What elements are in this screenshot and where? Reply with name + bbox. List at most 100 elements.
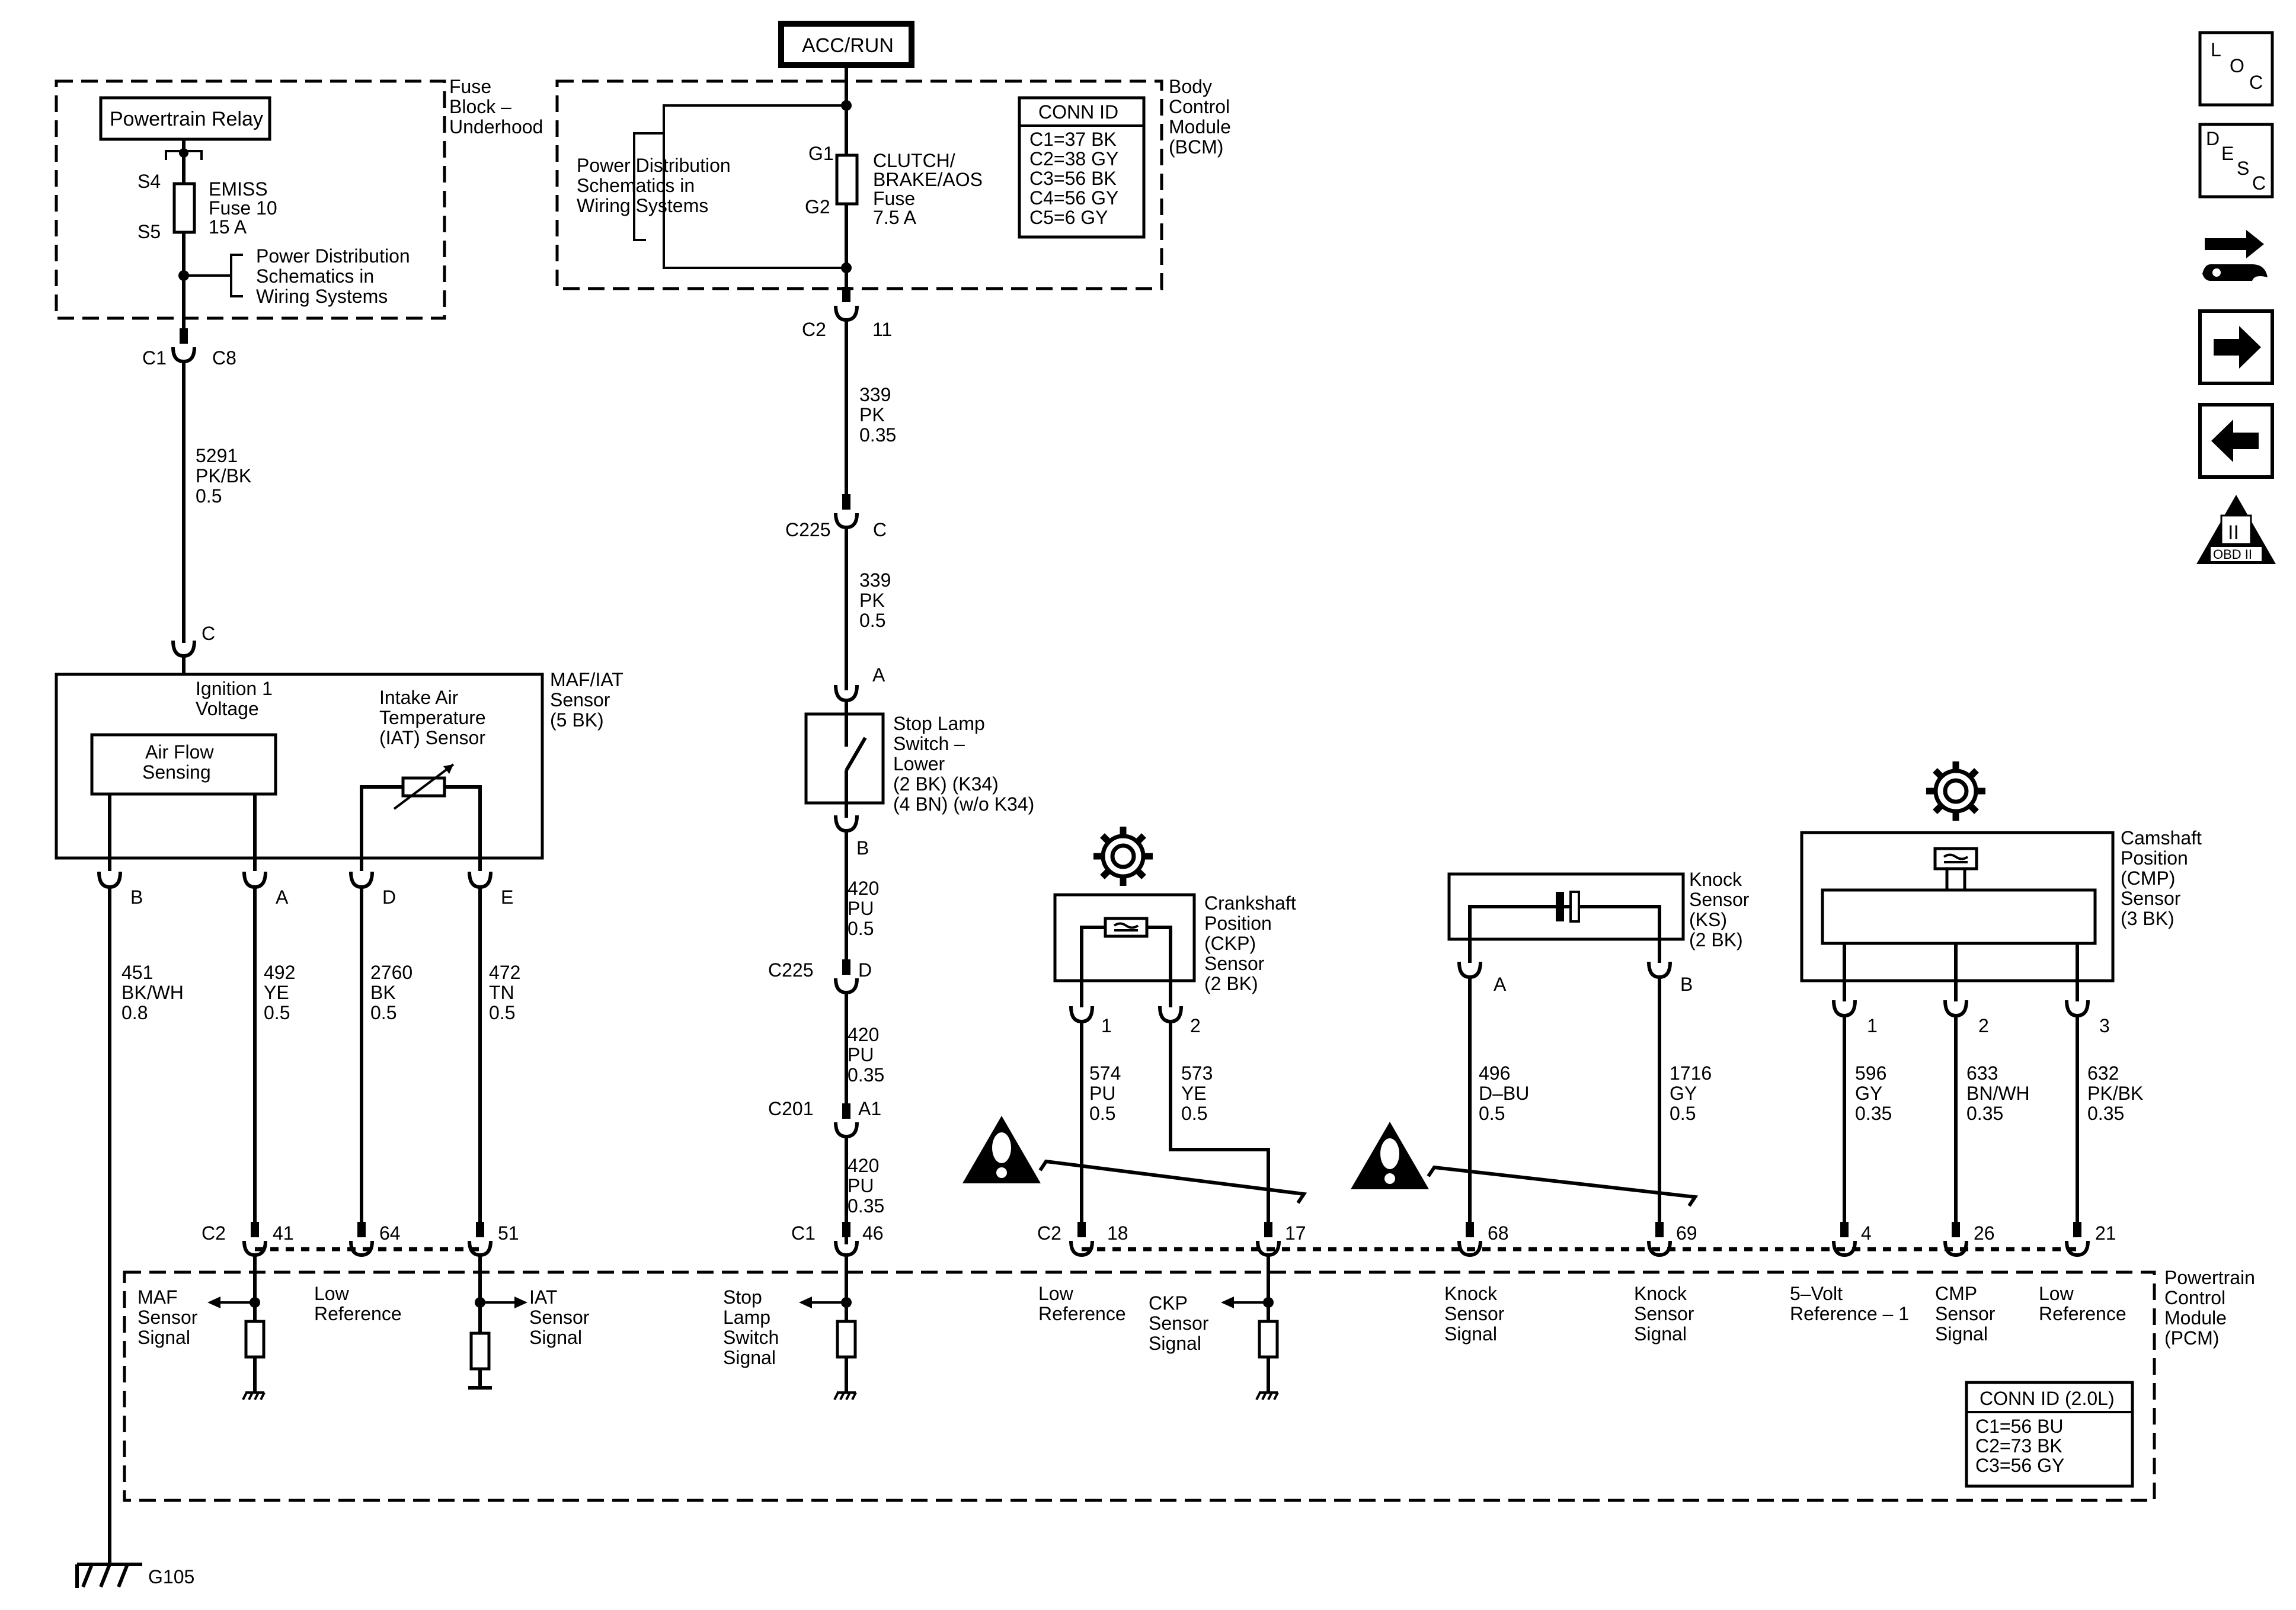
svg-text:0.5: 0.5 [859, 610, 885, 631]
air-flow-sensing-box [90, 733, 277, 796]
svg-text:5291: 5291 [196, 445, 238, 466]
maf-pin-a: A [276, 886, 289, 908]
loc-icon-o: O [2230, 55, 2244, 76]
pcm-conn-id-1: C1=56 BU [1975, 1416, 2064, 1437]
pcm-pin-4: 4 [1861, 1222, 1872, 1244]
ground-label: G105 [148, 1566, 194, 1587]
pcm-signal-knock1-3: Signal [1444, 1323, 1497, 1345]
wire-496: 496 D–BU 0.5 [1479, 1062, 1529, 1124]
desc-button[interactable]: D E S C [2198, 123, 2274, 199]
wire-472: 472 TN 0.5 [489, 962, 520, 1023]
svg-text:0.5: 0.5 [264, 1002, 290, 1023]
obd-ii-label: OBD II [2213, 547, 2252, 562]
svg-text:1716: 1716 [1670, 1062, 1712, 1084]
svg-text:0.35: 0.35 [859, 424, 896, 446]
stop-lamp-pin-a: A [872, 664, 885, 686]
powertrain-relay-label: Powertrain Relay [110, 108, 263, 130]
pcm-signal-cmp-3: Signal [1935, 1323, 1988, 1345]
svg-text:596: 596 [1855, 1062, 1886, 1084]
wire-633: 633 BN/WH 0.35 [1966, 1062, 2030, 1124]
maf-title-1: MAF/IAT [550, 669, 623, 690]
svg-text:0.35: 0.35 [1855, 1103, 1892, 1124]
pcm-pin-68: 68 [1488, 1222, 1509, 1244]
fuse-block-underhood: Fuse Block – Underhood Powertrain Relay … [55, 76, 543, 341]
pcm-signal-5v-1: 5–Volt [1790, 1283, 1843, 1304]
prev-page-button[interactable] [2198, 403, 2274, 479]
svg-text:PK/BK: PK/BK [2087, 1083, 2143, 1104]
svg-text:BK/WH: BK/WH [121, 982, 184, 1003]
svg-text:2760: 2760 [370, 962, 412, 983]
svg-text:496: 496 [1479, 1062, 1510, 1084]
cmp-sensor: Camshaft Position (CMP) Sensor (3 BK) [1800, 827, 2202, 1001]
cmp-pin-2: 2 [1978, 1015, 1989, 1036]
arrow-right-icon [2214, 326, 2261, 369]
svg-text:0.35: 0.35 [2087, 1103, 2124, 1124]
wire-574: 574 PU 0.5 [1089, 1062, 1121, 1124]
bcm-conn-id-4: C4=56 GY [1029, 187, 1118, 209]
ks-pin-b: B [1680, 974, 1693, 995]
obd-ii-button[interactable]: II OBD II [2196, 495, 2276, 564]
svg-text:633: 633 [1966, 1062, 1998, 1084]
pcm-signal-knock2-3: Signal [1634, 1323, 1687, 1345]
ckp-sensor: Crankshaft Position (CKP) Sensor (2 BK) [1053, 892, 1296, 1007]
pcm-title-3: Module [2164, 1307, 2227, 1329]
pcm-signal-iat-3: Signal [529, 1327, 582, 1348]
loc-button[interactable]: L O C [2198, 31, 2274, 107]
svg-text:PU: PU [1089, 1083, 1115, 1104]
svg-text:YE: YE [1181, 1083, 1207, 1104]
pcm-pin-46: 46 [862, 1222, 884, 1244]
pcm-pin-26: 26 [1974, 1222, 1995, 1244]
loc-icon-l: L [2211, 39, 2221, 60]
bcm-power-dist-3: Wiring Systems [577, 195, 708, 216]
bcm-out-pin: 11 [872, 319, 892, 340]
fuse-power-dist-2: Schematics in [256, 265, 374, 287]
stop-lamp-switch: Stop Lamp Switch – Lower (2 BK) (K34) (4… [804, 701, 1034, 818]
air-flow-label-1: Air Flow [145, 741, 214, 763]
svg-text:BK: BK [370, 982, 396, 1003]
svg-text:PU: PU [848, 898, 874, 919]
pcm-signal-lowref1-1: Low [314, 1283, 350, 1304]
c225-label-1: C225 [785, 519, 831, 540]
svg-text:0.5: 0.5 [1479, 1103, 1505, 1124]
wire-1716: 1716 GY 0.5 [1670, 1062, 1712, 1124]
stop-lamp-title-4: (2 BK) (K34) [893, 773, 999, 795]
pin-s4: S4 [137, 171, 161, 192]
pcm-internal-stop-lamp [799, 1255, 857, 1401]
pcm-signal-maf-2: Sensor [137, 1307, 198, 1328]
ground-g105: G105 [75, 1563, 194, 1588]
svg-text:PK: PK [859, 404, 885, 425]
wire-420-a: 420 PU 0.5 [848, 878, 879, 939]
svg-text:D–BU: D–BU [1479, 1083, 1529, 1104]
svg-text:PU: PU [848, 1175, 874, 1196]
maf-title-2: Sensor [550, 689, 610, 710]
connector-wrench-button[interactable] [2202, 230, 2268, 281]
pcm-signal-maf-1: MAF [137, 1286, 178, 1308]
fuse-block-title-3: Underhood [449, 116, 543, 137]
ks-pin-a: A [1494, 974, 1507, 995]
svg-text:0.5: 0.5 [1181, 1103, 1207, 1124]
pcm-signal-knock2-2: Sensor [1634, 1303, 1694, 1324]
ckp-warning-icon [962, 1116, 1041, 1183]
c225-pin-c: C [873, 519, 887, 540]
ckp-title-3: (CKP) [1204, 933, 1256, 954]
svg-text:420: 420 [848, 878, 879, 899]
cmp-title-3: (CMP) [2121, 868, 2175, 889]
stop-lamp-title-1: Stop Lamp [893, 713, 985, 734]
svg-text:PK/BK: PK/BK [196, 465, 251, 486]
svg-text:PK: PK [859, 590, 885, 611]
svg-text:GY: GY [1670, 1083, 1697, 1104]
iat-label-2: Temperature [379, 707, 486, 728]
svg-text:0.5: 0.5 [1089, 1103, 1115, 1124]
c225-pin-d: D [858, 959, 872, 981]
cmp-title-5: (3 BK) [2121, 908, 2175, 929]
next-page-button[interactable] [2198, 309, 2274, 385]
wire-420-b: 420 PU 0.35 [848, 1024, 884, 1086]
emiss-fuse [172, 182, 196, 234]
obd-ii-mark: II [2228, 521, 2239, 544]
pcm-internal-iat [468, 1255, 527, 1390]
pcm-signal-lowref2-1: Low [1038, 1283, 1074, 1304]
cmp-title-1: Camshaft [2121, 827, 2202, 849]
wire-420-c: 420 PU 0.35 [848, 1155, 884, 1217]
bcm-fuse-label-1: CLUTCH/ [873, 150, 955, 171]
fuse-power-dist-3: Wiring Systems [256, 286, 388, 307]
